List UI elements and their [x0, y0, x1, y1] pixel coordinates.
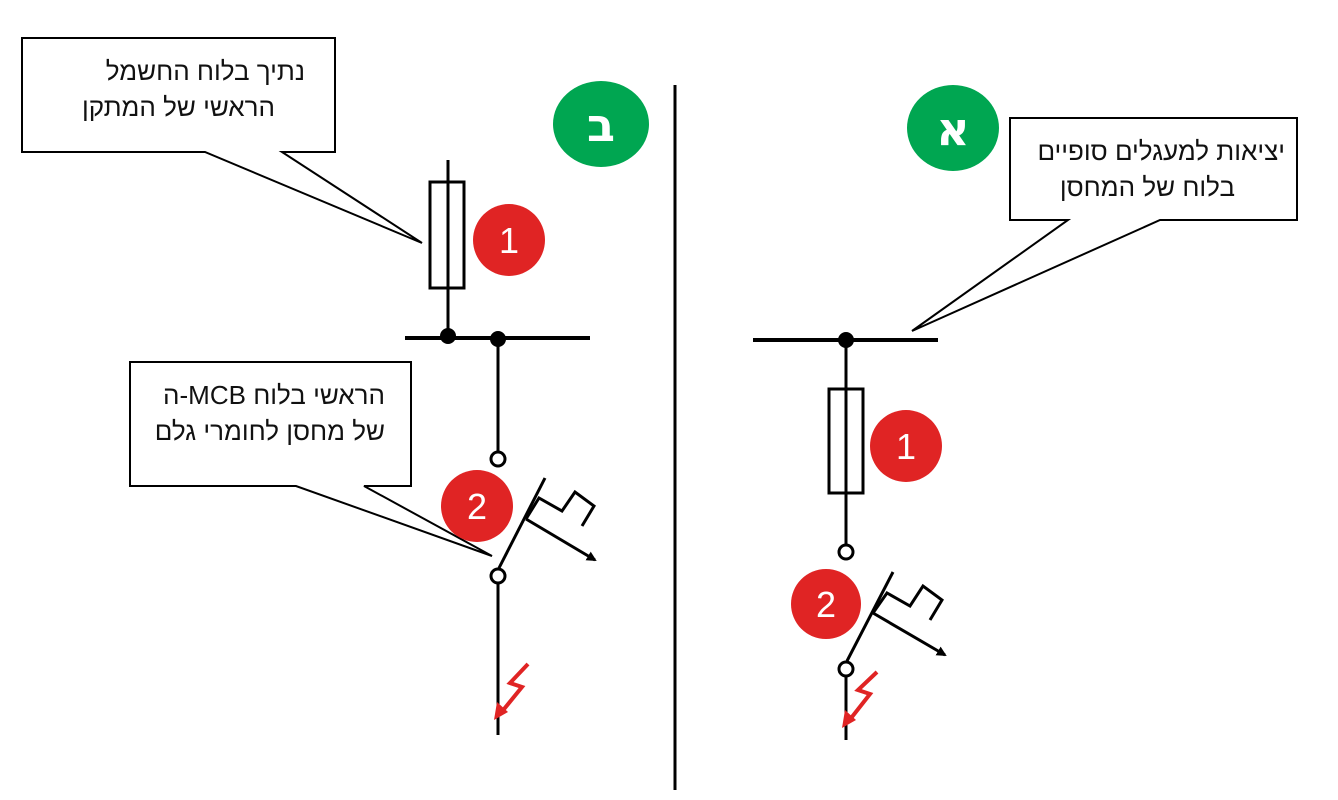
panel-left: ב נתיך בלוח החשמל הראשי של המתקן — [21, 37, 649, 735]
circuit-breaker-symbol-right — [845, 571, 947, 662]
callout-right-line2: בלוח של המחסן — [1060, 172, 1235, 202]
panel-label-right: א — [907, 85, 999, 171]
marker-1-right: 1 — [870, 410, 942, 482]
breaker-bottom-terminal-left — [489, 567, 507, 585]
marker-2-left-text: 2 — [467, 486, 487, 527]
callout-left-mcb-line1: ה-MCB הראשי בלוח — [163, 380, 385, 410]
bus-node-left-1 — [440, 328, 456, 344]
breaker-bottom-terminal-right — [837, 660, 855, 678]
callout-right-outputs: יציאות למעגלים סופיים בלוח של המחסן — [911, 117, 1298, 332]
marker-2-right: 2 — [791, 569, 861, 639]
panel-right: א יציאות למעגלים סופיים בלוח של המחסן — [753, 85, 1298, 740]
panel-label-right-text: א — [936, 102, 970, 156]
marker-2-left: 2 — [441, 470, 513, 542]
callout-left-main-fuse: נתיך בלוח החשמל הראשי של המתקן — [21, 37, 423, 244]
panel-label-left-text: ב — [587, 98, 615, 152]
marker-1-left-text: 1 — [499, 220, 519, 261]
marker-2-right-text: 2 — [816, 584, 836, 625]
breaker-top-terminal-left — [489, 450, 507, 468]
lightning-fault-icon-right — [842, 670, 879, 728]
circuit-breaker-symbol-left — [497, 477, 597, 569]
callout-left-top-line1: נתיך בלוח החשמל — [106, 56, 305, 86]
marker-1-left: 1 — [473, 204, 545, 276]
lightning-fault-icon-left — [494, 662, 530, 720]
panel-label-left: ב — [553, 81, 649, 167]
callout-left-mcb-line2: של מחסן לחומרי גלם — [155, 416, 385, 446]
callout-left-top-line2: הראשי של המתקן — [82, 92, 275, 122]
marker-1-right-text: 1 — [896, 426, 916, 467]
callout-right-line1: יציאות למעגלים סופיים — [1037, 136, 1285, 166]
breaker-top-terminal-right — [837, 543, 855, 561]
callout-left-mcb: ה-MCB הראשי בלוח של מחסן לחומרי גלם — [129, 361, 493, 557]
